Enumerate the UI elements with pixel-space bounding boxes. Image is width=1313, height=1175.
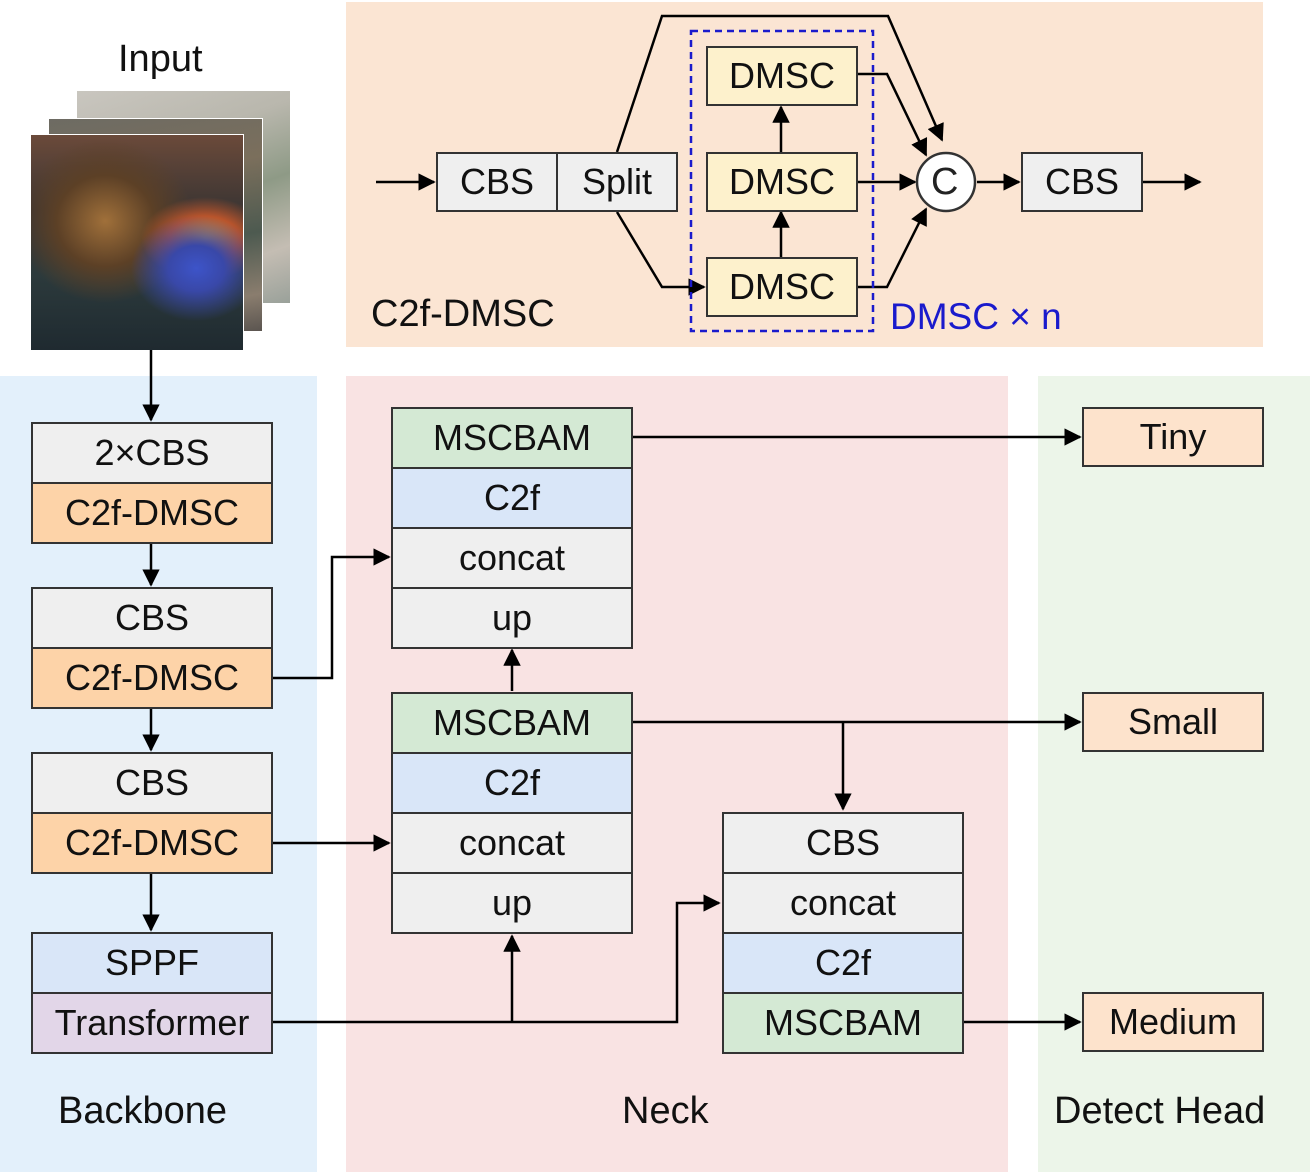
head-medium: Medium: [1082, 992, 1264, 1052]
neck-right-c2f: C2f: [722, 932, 964, 994]
backbone-cbs-3: CBS: [31, 752, 273, 814]
concat-symbol: C: [931, 161, 959, 203]
backbone-c2f-dmsc-2: C2f-DMSC: [31, 647, 273, 709]
neck-right-mscbam: MSCBAM: [722, 992, 964, 1054]
input-image-front: [30, 134, 244, 351]
neck-title: Neck: [622, 1090, 709, 1132]
backbone-title: Backbone: [58, 1090, 228, 1132]
detect-head-title: Detect Head: [1054, 1090, 1266, 1132]
dmsc-middle-block: DMSC: [706, 152, 858, 212]
neck-middle-c2f: C2f: [391, 752, 633, 814]
dmsc-repeat-label: DMSC × n: [890, 296, 1062, 337]
c2f-dmsc-title: C2f-DMSC: [371, 293, 555, 335]
backbone-sppf: SPPF: [31, 932, 273, 994]
neck-upper-c2f: C2f: [391, 467, 633, 529]
backbone-c2f-dmsc-3: C2f-DMSC: [31, 812, 273, 874]
neck-right-cbs: CBS: [722, 812, 964, 874]
backbone-transformer: Transformer: [31, 992, 273, 1054]
backbone-2xcbs: 2×CBS: [31, 422, 273, 484]
backbone-c2f-dmsc-1: C2f-DMSC: [31, 482, 273, 544]
input-label: Input: [118, 38, 203, 80]
dmsc-bottom-block: DMSC: [706, 257, 858, 317]
neck-middle-mscbam: MSCBAM: [391, 692, 633, 754]
neck-middle-concat: concat: [391, 812, 633, 874]
head-tiny: Tiny: [1082, 407, 1264, 467]
neck-upper-mscbam: MSCBAM: [391, 407, 633, 469]
neck-middle-up: up: [391, 872, 633, 934]
neck-upper-concat: concat: [391, 527, 633, 589]
c2f-detail-split: Split: [556, 152, 678, 212]
neck-upper-up: up: [391, 587, 633, 649]
head-small: Small: [1082, 692, 1264, 752]
dmsc-top-block: DMSC: [706, 46, 858, 106]
c2f-detail-cbs-in: CBS: [436, 152, 558, 212]
backbone-cbs-2: CBS: [31, 587, 273, 649]
neck-right-concat: concat: [722, 872, 964, 934]
c2f-detail-cbs-out: CBS: [1021, 152, 1143, 212]
